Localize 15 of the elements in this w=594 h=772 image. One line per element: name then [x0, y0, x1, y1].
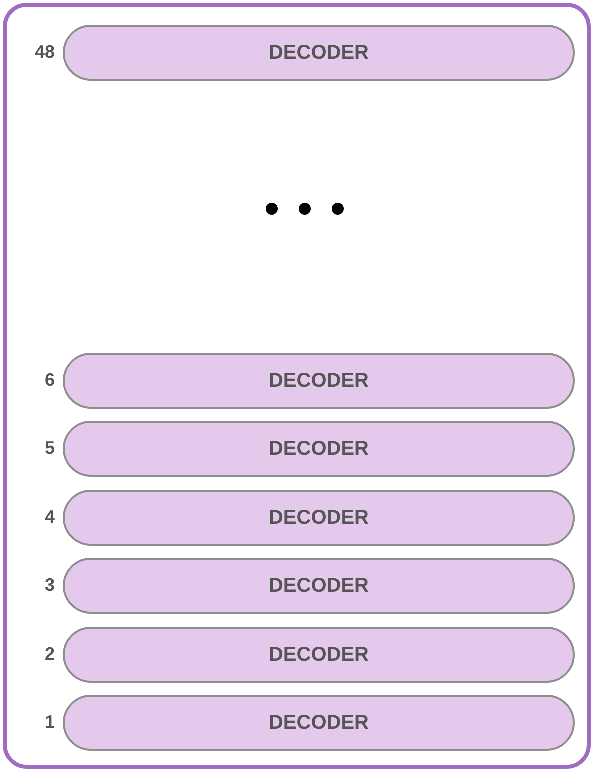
layer-number: 5	[44, 438, 55, 459]
layer-number: 3	[44, 575, 55, 596]
layer-number: 4	[44, 507, 55, 528]
decoder-block: DECODER	[63, 25, 575, 81]
decoder-block: DECODER	[63, 490, 575, 546]
layer-number: 1	[44, 712, 55, 733]
decoder-block: DECODER	[63, 353, 575, 409]
layer-number: 2	[44, 644, 55, 665]
decoder-block: DECODER	[63, 558, 575, 614]
decoder-block: DECODER	[63, 627, 575, 683]
layer-number: 6	[44, 370, 55, 391]
decoder-block: DECODER	[63, 695, 575, 751]
decoder-block: DECODER	[63, 421, 575, 477]
stack-frame	[3, 3, 591, 769]
layer-number: 48	[34, 42, 55, 63]
